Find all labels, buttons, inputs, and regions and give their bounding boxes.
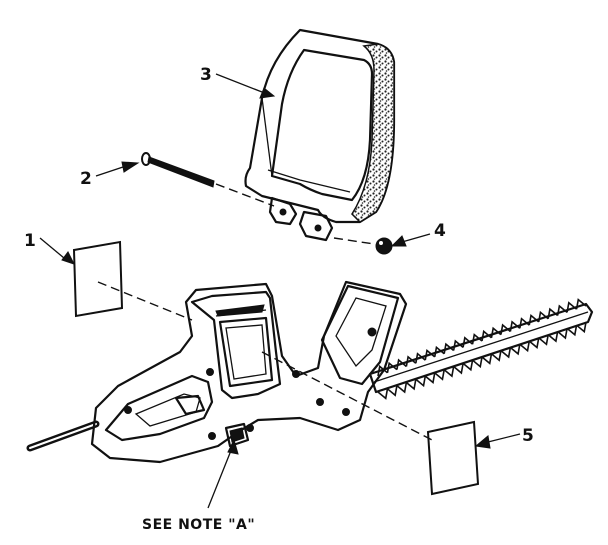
- blade-tooth: [462, 336, 474, 348]
- blade-tooth: [538, 334, 549, 346]
- hedge-trimmer-body: [26, 280, 408, 464]
- blade-tooth: [472, 356, 483, 369]
- callout-4: 4: [434, 221, 446, 241]
- callout-3: 3: [200, 65, 212, 85]
- blade-tooth: [386, 385, 398, 397]
- blade-tooth: [500, 323, 511, 335]
- blade-tooth: [547, 307, 559, 319]
- front-handle-part-3: [244, 28, 396, 242]
- blade-tooth: [500, 347, 512, 359]
- blade-tooth: [557, 328, 568, 340]
- blade-tooth: [433, 345, 445, 358]
- blade-tooth: [452, 339, 464, 351]
- blade-tooth: [396, 382, 408, 394]
- blade-tooth: [481, 353, 493, 365]
- blade-tooth: [566, 301, 578, 313]
- blade-tooth: [443, 342, 455, 354]
- blade-tooth: [575, 298, 587, 310]
- blade-tooth: [405, 355, 417, 367]
- label-part-1: [72, 240, 193, 321]
- blade-tooth: [490, 350, 502, 362]
- blade-tooth: [519, 317, 530, 329]
- blade-tooth: [576, 321, 587, 334]
- blade-tooth: [490, 326, 502, 338]
- blade-tooth: [509, 320, 521, 332]
- nut-part-4: [333, 237, 393, 255]
- blade-tooth: [537, 310, 549, 323]
- blade-tooth: [566, 325, 578, 337]
- see-note-a-label: SEE NOTE "A": [142, 517, 255, 533]
- blade-tooth: [405, 379, 417, 391]
- blade-tooth: [386, 361, 398, 373]
- callout-2: 2: [80, 169, 92, 189]
- blade-tooth: [462, 360, 474, 372]
- bolt-part-2: [141, 152, 275, 207]
- blade-tooth: [424, 349, 436, 361]
- callout-leaders: [39, 73, 521, 509]
- blade-tooth: [519, 340, 531, 353]
- blade-tooth: [424, 372, 436, 384]
- callout-5: 5: [522, 426, 534, 446]
- blade-teeth-top: [377, 298, 587, 377]
- blade-tooth: [443, 366, 455, 378]
- cutter-blade: [368, 298, 594, 400]
- blade-tooth: [453, 363, 464, 375]
- blade-tooth: [547, 331, 559, 343]
- blade-tooth: [509, 344, 521, 356]
- blade-tooth: [556, 304, 568, 316]
- blade-tooth: [434, 369, 445, 381]
- blade-tooth: [528, 314, 540, 326]
- blade-tooth: [528, 337, 540, 349]
- blade-tooth: [377, 388, 389, 400]
- blade-tooth: [396, 358, 407, 370]
- blade-tooth: [471, 333, 483, 345]
- blade-tooth: [481, 329, 492, 342]
- blade-teeth-bottom: [377, 321, 587, 400]
- blade-tooth: [377, 364, 388, 377]
- blade-tooth: [415, 375, 427, 388]
- blade-tooth: [415, 352, 426, 364]
- callout-1: 1: [24, 231, 36, 251]
